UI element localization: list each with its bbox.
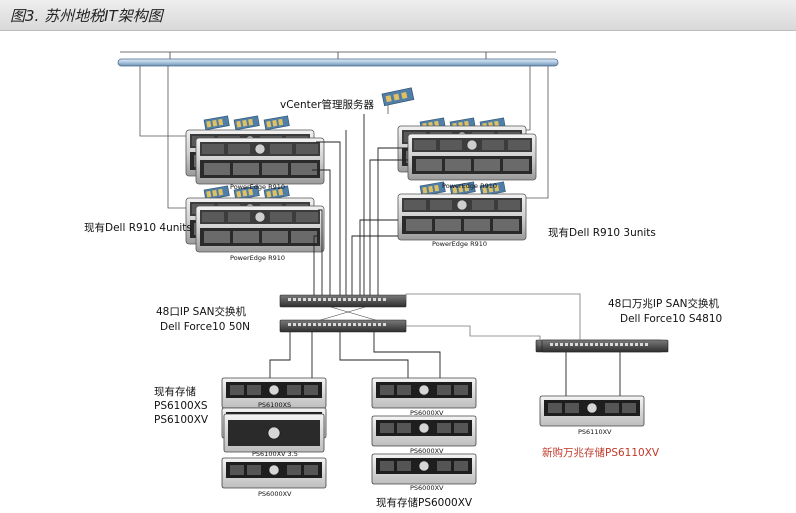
interswitch-links xyxy=(405,293,581,346)
label-storage-left-1: 现有存储 xyxy=(154,386,196,398)
label-storage-left-3: PS6100XV xyxy=(154,414,209,426)
storage-left xyxy=(221,377,327,489)
caption-ps-right-1: PS6110XV xyxy=(578,428,612,436)
label-switch-right-1: 48口万兆IP SAN交换机 xyxy=(608,298,720,310)
server-r910-right-top xyxy=(397,117,537,181)
label-storage-mid: 现有存储PS6000XV xyxy=(376,497,473,509)
label-vcenter: vCenter管理服务器 xyxy=(280,99,375,111)
management-bus xyxy=(117,51,559,67)
figure-header: 图3. 苏州地税IT架构图 xyxy=(0,0,796,31)
caption-ps-left-3: PS6000XV xyxy=(258,490,292,498)
caption-ps-left-1: PS6100XS xyxy=(258,401,292,409)
label-left-servers: 现有Dell R910 4units xyxy=(84,222,192,234)
storage-right xyxy=(539,395,645,427)
architecture-diagram xyxy=(117,51,669,489)
caption-ps-mid-2: PS6000XV xyxy=(410,447,444,455)
storage-middle xyxy=(371,377,477,485)
server-r910-left-bottom xyxy=(185,185,325,253)
label-switch-right-2: Dell Force10 S4810 xyxy=(620,313,723,325)
caption-pe-left-bottom: PowerEdge R910 xyxy=(230,254,285,262)
caption-ps-mid-1: PS6000XV xyxy=(410,409,444,417)
label-switch-left-1: 48口IP SAN交换机 xyxy=(156,306,247,318)
label-storage-right: 新购万兆存储PS6110XV xyxy=(542,447,660,459)
caption-pe-right-top: PowerEdge R910 xyxy=(442,182,497,190)
switch-force10-s4810 xyxy=(535,339,669,353)
label-right-servers: 现有Dell R910 3units xyxy=(548,227,656,239)
figure-title: 图3. 苏州地税IT架构图 xyxy=(10,7,163,25)
vcenter-server-icon xyxy=(381,87,415,107)
label-switch-left-2: Dell Force10 50N xyxy=(160,321,251,333)
caption-ps-mid-3: PS6000XV xyxy=(410,484,444,492)
caption-pe-left-top: PowerEdge R910 xyxy=(230,183,285,191)
san-links xyxy=(299,114,408,327)
server-r910-right-bottom xyxy=(397,181,527,241)
caption-ps-left-2: PS6100XV 3.5 xyxy=(252,450,298,458)
server-r910-left-top xyxy=(185,115,325,185)
caption-pe-right-bottom: PowerEdge R910 xyxy=(432,240,487,248)
storage-links xyxy=(269,332,621,396)
label-storage-left-2: PS6100XS xyxy=(154,400,208,412)
